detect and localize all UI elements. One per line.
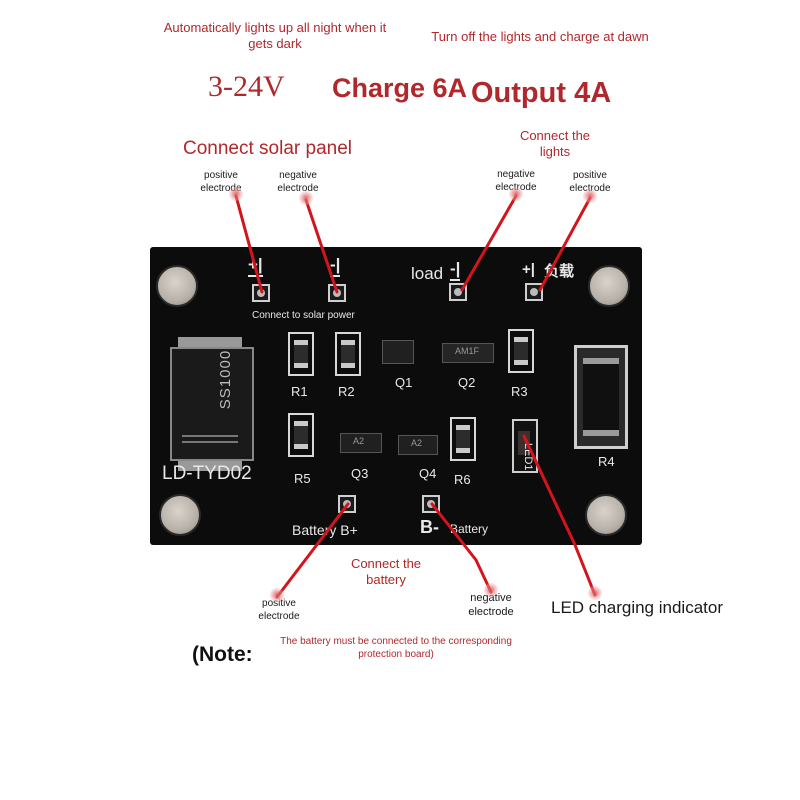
battery-plus-label: Battery B+ bbox=[292, 522, 358, 538]
transistor-q1 bbox=[382, 340, 414, 364]
resistor-r4 bbox=[574, 345, 628, 449]
board-model: LD-TYD02 bbox=[162, 463, 252, 484]
q3-marking: A2 bbox=[353, 436, 365, 446]
resistor-r5 bbox=[288, 413, 314, 457]
led-charging-label: LED charging indicator bbox=[551, 598, 723, 617]
solar-negative-label: negative electrode bbox=[277, 170, 319, 194]
mount-hole-br bbox=[585, 494, 627, 536]
note-text: The battery must be connected to the cor… bbox=[280, 636, 512, 660]
solar-minus-mark: -| bbox=[330, 255, 341, 277]
resistor-r2 bbox=[335, 332, 361, 376]
battery-minus-label: Battery bbox=[450, 522, 489, 536]
solar-heading: Connect solar panel bbox=[183, 138, 352, 159]
resistor-r6 bbox=[450, 417, 476, 461]
charge-spec: Charge 6A bbox=[332, 73, 468, 103]
resistor-r3 bbox=[508, 329, 534, 373]
load-plus-mark: +| bbox=[522, 261, 535, 278]
label-r1: R1 bbox=[291, 384, 308, 399]
mount-hole-tl bbox=[156, 265, 198, 307]
marker-led bbox=[588, 586, 602, 600]
label-r2: R2 bbox=[338, 384, 355, 399]
transistor-q4: A2 bbox=[398, 435, 438, 455]
voltage-spec: 3-24V bbox=[208, 70, 285, 103]
mount-hole-tr bbox=[588, 265, 630, 307]
transistor-q2: AM1F bbox=[442, 343, 494, 363]
battery-positive-label: positive electrode bbox=[258, 598, 300, 622]
resistor-r1 bbox=[288, 332, 314, 376]
solar-positive-pad bbox=[252, 284, 270, 302]
marker-lights-positive bbox=[583, 189, 597, 203]
transistor-q3: A2 bbox=[340, 433, 382, 453]
mount-hole-bl bbox=[159, 494, 201, 536]
marker-solar-negative bbox=[299, 191, 313, 205]
label-led1: LED1 bbox=[522, 443, 534, 471]
load-positive-pad bbox=[525, 283, 543, 301]
battery-minus-symbol: B- bbox=[420, 517, 439, 537]
battery-heading: Connect the battery bbox=[350, 556, 422, 588]
load-label: load bbox=[411, 264, 444, 283]
lights-positive-label: positive electrode bbox=[569, 170, 611, 194]
battery-negative-label: negative electrode bbox=[468, 592, 514, 618]
diode-marking: SS1000 bbox=[217, 349, 235, 410]
label-r3: R3 bbox=[511, 384, 528, 399]
solar-positive-label: positive electrode bbox=[200, 170, 242, 194]
label-q1: Q1 bbox=[395, 375, 413, 390]
marker-battery-positive bbox=[270, 588, 284, 602]
battery-negative-pad bbox=[422, 495, 440, 513]
q4-marking: A2 bbox=[411, 438, 423, 448]
label-q3: Q3 bbox=[351, 466, 369, 481]
label-r5: R5 bbox=[294, 471, 311, 486]
lights-heading: Connect the lights bbox=[519, 128, 591, 160]
battery-positive-pad bbox=[338, 495, 356, 513]
auto-lights-text: Automatically lights up all night when i… bbox=[163, 20, 387, 52]
load-cn-label: 负载 bbox=[544, 263, 575, 280]
output-spec: Output 4A bbox=[471, 77, 612, 109]
solar-negative-pad bbox=[328, 284, 346, 302]
load-minus-mark: -| bbox=[450, 259, 461, 281]
q2-marking: AM1F bbox=[455, 346, 480, 356]
label-q2: Q2 bbox=[458, 375, 476, 390]
note-label: (Note: bbox=[192, 643, 253, 666]
marker-solar-positive bbox=[229, 187, 243, 201]
pcb-board: +| -| load -| +| 负载 Connect to solar pow… bbox=[150, 247, 642, 545]
load-negative-pad bbox=[449, 283, 467, 301]
marker-lights-negative bbox=[509, 187, 523, 201]
solar-plus-mark: +| bbox=[248, 255, 263, 277]
schottky-diode: SS1000 bbox=[170, 337, 254, 471]
turn-off-text: Turn off the lights and charge at dawn bbox=[431, 29, 649, 44]
label-r6: R6 bbox=[454, 472, 471, 487]
marker-battery-negative bbox=[484, 583, 498, 597]
connect-solar-power-text: Connect to solar power bbox=[252, 310, 355, 321]
label-q4: Q4 bbox=[419, 466, 437, 481]
label-r4: R4 bbox=[598, 454, 615, 469]
